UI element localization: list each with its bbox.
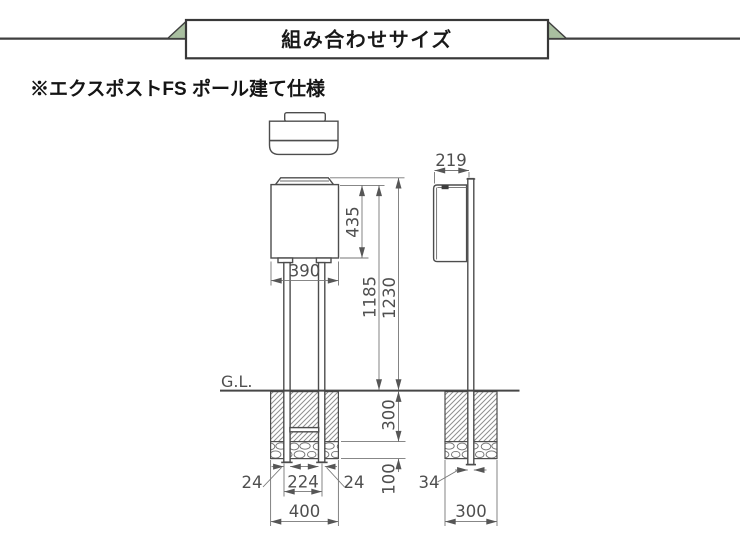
pole-legs <box>281 261 328 464</box>
dim-body-top-to-gl: 1185 <box>361 276 380 318</box>
dim-gravel-depth: 100 <box>380 463 399 495</box>
dim-footing-width: 400 <box>289 502 321 521</box>
front-footing <box>270 391 340 460</box>
banner-box <box>184 18 550 60</box>
dim-pole-top-to-gl: 1230 <box>380 277 399 319</box>
concrete-footing <box>270 391 340 443</box>
lid-top-tab <box>284 111 327 122</box>
spec-subtitle: ※エクスポストFS ポール建て仕様 <box>30 77 326 100</box>
side-dimensions: 219 34 300 <box>419 151 498 526</box>
lid-body <box>268 120 339 156</box>
page-title: 組み合わせサイズ <box>281 28 452 52</box>
mailbox-side <box>432 184 468 263</box>
dim-leg-width-right: 24 <box>344 473 365 492</box>
front-dimensions: 390 435 1185 1230 300 100 24 <box>242 177 406 526</box>
side-view <box>432 177 498 466</box>
ground-label: G.L. <box>221 372 252 391</box>
body-box <box>270 183 340 259</box>
front-view <box>268 111 340 464</box>
dim-pole-width: 34 <box>419 473 440 492</box>
dim-leg-width-left: 24 <box>242 473 263 492</box>
mailbox-side-outline <box>432 184 468 263</box>
ribbon-fold-left <box>165 19 187 40</box>
ribbon-fold-right <box>547 19 569 40</box>
dim-box-width: 390 <box>289 262 321 281</box>
dim-leg-spacing: 224 <box>287 473 319 492</box>
dim-box-height: 435 <box>344 206 363 238</box>
dim-side-footing-width: 300 <box>455 502 487 521</box>
dim-embed-depth: 300 <box>380 399 399 431</box>
flap-hinge <box>441 185 449 190</box>
pole-leg-right <box>317 261 326 463</box>
dim-total-depth: 219 <box>435 151 467 170</box>
mailbox-lid <box>268 111 339 156</box>
title-banner: 組み合わせサイズ <box>0 18 740 60</box>
gravel-bed <box>270 441 340 460</box>
pole-leg-left <box>283 261 291 463</box>
ground-line-group: G.L. <box>220 372 520 392</box>
pole-side <box>467 177 475 466</box>
mailbox-body <box>270 177 340 264</box>
pole-crossbar <box>289 426 320 433</box>
